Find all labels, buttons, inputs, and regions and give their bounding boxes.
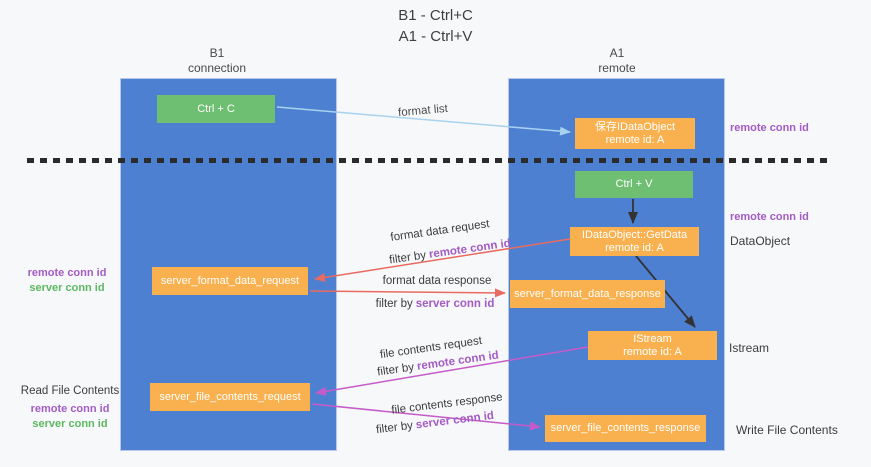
- lane-a1-name: A1: [609, 46, 625, 60]
- server-format-data-request-label: server_format_data_request: [160, 274, 300, 287]
- session-divider-dashed-line: [27, 158, 832, 163]
- title-line-2: A1 - Ctrl+V: [398, 28, 473, 45]
- server-file-contents-request-label: server_file_contents_request: [159, 390, 301, 403]
- diagram-title: B1 - Ctrl+C A1 - Ctrl+V: [0, 5, 871, 47]
- filter-by-text: filter by: [375, 298, 413, 310]
- left-mid-conn-id-block: remote conn id server conn id: [22, 266, 112, 296]
- file-contents-response-arrow: [311, 403, 541, 431]
- ctrl-c-box: Ctrl + C: [157, 95, 275, 123]
- format-data-request-arrow: [314, 238, 571, 282]
- right-top-remote-conn-id: remote conn id: [730, 122, 809, 134]
- getdata-line2: remote id: A: [605, 241, 664, 254]
- format-list-arrow: [276, 106, 571, 136]
- server-format-data-response-label: server_format_data_response: [514, 287, 661, 300]
- server-format-data-response-box: server_format_data_response: [510, 280, 665, 308]
- getdata-line1: IDataObject::GetData: [581, 228, 688, 241]
- read-file-contents-annotation: Read File Contents: [20, 385, 120, 397]
- ctrl-v-label: Ctrl + V: [615, 178, 653, 190]
- ctrl-v-box: Ctrl + V: [575, 171, 693, 198]
- istream-line1: IStream: [633, 332, 672, 345]
- server-file-contents-response-box: server_file_contents_response: [545, 415, 706, 442]
- save-dataobject-line2: remote id: A: [605, 133, 665, 146]
- lane-b1-name: B1: [209, 46, 225, 60]
- save-dataobject-line1: 保存IDataObject: [594, 120, 676, 133]
- format-data-response-arrow: [309, 288, 506, 298]
- ctrl-c-label: Ctrl + C: [197, 102, 235, 115]
- lane-header-b1: B1 connection: [157, 46, 277, 76]
- left-mid-remote-conn-id: remote conn id: [27, 267, 107, 279]
- read-file-contents-block: Read File Contents remote conn id server…: [18, 384, 122, 432]
- istream-line2: remote id: A: [623, 345, 682, 358]
- left-mid-server-conn-id: server conn id: [29, 282, 105, 294]
- right-mid-remote-conn-id: remote conn id: [730, 211, 809, 223]
- file-contents-request-arrow: [315, 346, 589, 396]
- format-data-response-label: format data response: [382, 275, 492, 287]
- dataobject-annotation: DataObject: [730, 234, 791, 248]
- save-dataobject-box: 保存IDataObject remote id: A: [575, 118, 695, 149]
- istream-annotation: Istream: [729, 341, 770, 355]
- write-file-contents-annotation: Write File Contents: [736, 423, 838, 437]
- lane-header-a1: A1 remote: [557, 46, 677, 76]
- server-conn-id-text: server conn id: [415, 298, 495, 310]
- left-bottom-server-conn-id: server conn id: [32, 418, 108, 430]
- server-format-data-request-box: server_format_data_request: [152, 267, 308, 295]
- server-file-contents-request-box: server_file_contents_request: [150, 383, 310, 411]
- left-bottom-remote-conn-id: remote conn id: [30, 403, 110, 415]
- istream-box: IStream remote id: A: [588, 331, 717, 360]
- idataobject-getdata-box: IDataObject::GetData remote id: A: [570, 227, 699, 256]
- lane-b1-role: connection: [187, 61, 247, 75]
- lane-a1-role: remote: [598, 61, 636, 75]
- title-line-1: B1 - Ctrl+C: [398, 7, 473, 24]
- server-file-contents-response-label: server_file_contents_response: [550, 422, 701, 434]
- getdata-to-istream-arrow: [635, 255, 696, 328]
